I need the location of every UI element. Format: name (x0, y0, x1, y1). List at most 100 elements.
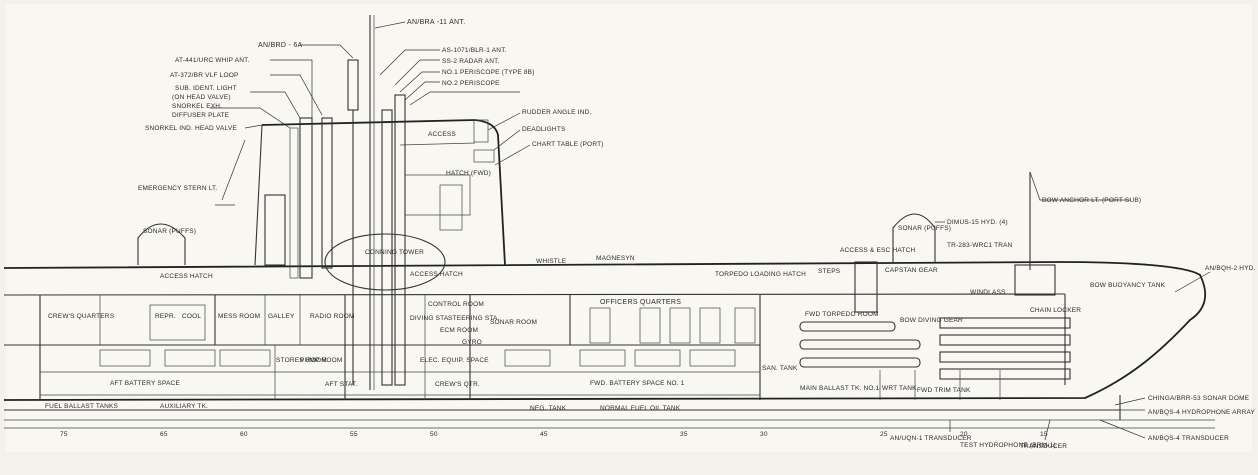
label-an-brd-6a: AN/BRD - 6A (258, 42, 303, 49)
label-access-hatch: ACCESS HATCH (410, 271, 463, 278)
label-emergency-stern: EMERGENCY STERN LT. (138, 185, 217, 192)
label-chart-table: CHART TABLE (PORT) (532, 141, 604, 148)
label-steering: STEERING STA. (448, 315, 500, 322)
svg-text:30: 30 (760, 431, 768, 438)
label-sonar-room: SONAR ROOM (490, 319, 537, 326)
sail-aft-edge (254, 124, 263, 266)
label-neg-tank: NEG. TANK (530, 405, 567, 412)
label-diffuser: DIFFUSER PLATE (172, 112, 230, 119)
label-bow-diving: BOW DIVING GEAR (900, 317, 963, 324)
label-head-valve: (ON HEAD VALVE) (172, 94, 231, 101)
label-an-uqn: AN/UQN-1 TRANSDUCER (890, 435, 972, 442)
repr-box (149, 304, 206, 341)
label-crews-quarters: CREW'S QUARTERS (48, 313, 115, 320)
sail-inner (399, 142, 476, 146)
labels: AN/BRA -11 ANT. AN/BRD - 6A AS-1071/BLR-… (45, 19, 1256, 450)
label-crews-qtrs: CREW'S QTR. (435, 381, 480, 388)
label-ss2-radar: SS-2 RADAR ANT. (442, 58, 500, 65)
svg-text:60: 60 (240, 431, 248, 438)
label-access-esc: ACCESS & ESC HATCH (840, 247, 915, 254)
label-magnesyn: MAGNESYN (596, 255, 635, 262)
label-radio-room: RADIO ROOM (310, 313, 355, 320)
label-snorkel-exh: SNORKEL EXH. (172, 103, 222, 110)
label-access-hatch-aft: ACCESS HATCH (160, 273, 213, 280)
label-pump-room: PUMP ROOM (300, 357, 343, 364)
torpedo-1 (799, 321, 896, 332)
label-sub-ident: SUB. IDENT. LIGHT (175, 85, 237, 92)
label-wrt-tank: WRT TANK (882, 385, 917, 392)
label-conning-tower: CONNING TOWER (365, 249, 424, 256)
label-sonar-fwd: SONAR (PUFFS) (898, 225, 951, 232)
hull-outline (3, 261, 1207, 401)
label-tr-283: TR-283-WRC1 TRAN (947, 242, 1013, 249)
label-gyro: GYRO (462, 339, 482, 346)
label-repr: REPR. (155, 313, 176, 320)
label-control-room: CONTROL ROOM (428, 301, 484, 308)
label-capstan: CAPSTAN GEAR (885, 267, 938, 274)
label-stores: STORES ROOM (276, 357, 327, 364)
access-esc-trunk (854, 261, 878, 313)
label-ecm: ECM ROOM (440, 327, 478, 334)
svg-text:50: 50 (430, 431, 438, 438)
label-diving: DIVING STA. (410, 315, 450, 322)
label-at-whip: AT-441/URC WHIP ANT. (175, 57, 250, 64)
label-snorkel-ind: SNORKEL IND. HEAD VALVE (145, 125, 237, 132)
label-steps: STEPS (818, 268, 841, 275)
label-chinga: CHINGA/BRR-53 SONAR DOME (1148, 395, 1250, 402)
windlass-box (1014, 264, 1056, 296)
svg-text:20: 20 (960, 431, 968, 438)
deadlight-box (473, 149, 495, 163)
torpedo-tube-4 (939, 368, 1071, 380)
hatch-cyl (439, 184, 463, 231)
torpedo-tube-3 (939, 351, 1071, 363)
label-aft-battery: AFT BATTERY SPACE (110, 380, 180, 387)
sheet (6, 4, 1252, 452)
label-mess-room: MESS ROOM (218, 313, 260, 320)
label-bow-anchor: BOW ANCHOR LT. (PORT SUB) (1042, 197, 1141, 204)
label-fuel-ballast: FUEL BALLAST TANKS (45, 403, 119, 410)
sonar-dome-aft (137, 223, 186, 265)
label-dims-15: DIMUS-15 HYD. (4) (947, 219, 1008, 226)
label-an-bqs-trans: AN/BQS-4 TRANSDUCER (1148, 435, 1229, 442)
label-torpedo-loading: TORPEDO LOADING HATCH (715, 271, 806, 278)
label-galley: GALLEY (268, 313, 295, 320)
label-bow-buoyancy: BOW BUOYANCY TANK (1090, 282, 1166, 289)
label-an-bqh: AN/BQH-2 HYD. (1205, 265, 1256, 272)
sail (137, 15, 506, 390)
label-access: ACCESS (428, 131, 456, 138)
svg-text:65: 65 (160, 431, 168, 438)
snorkel-exh (321, 117, 333, 269)
label-hatch-fwd: HATCH (FWD) (446, 170, 491, 177)
label-deadlights: DEADLIGHTS (522, 126, 566, 133)
leader-lines (210, 21, 1211, 441)
label-rudder-angle: RUDDER ANGLE IND. (522, 109, 592, 116)
hull (3, 261, 1215, 429)
sonar-dome-fwd (892, 213, 936, 263)
label-an-bqs: AN/BQS-4 HYDROPHONE ARRAY (1148, 409, 1256, 416)
periscope-1 (381, 109, 393, 386)
snorkel (299, 117, 313, 279)
svg-text:55: 55 (350, 431, 358, 438)
label-aux-tank: AUXILIARY TK. (160, 403, 208, 410)
rudder-ind-box (473, 119, 489, 143)
label-transducer: TRANSDUCER (1020, 443, 1067, 450)
torpedo-tube-1 (939, 317, 1071, 329)
label-officers-quarters: OFFICERS QUARTERS (600, 299, 681, 306)
bulkheads (39, 294, 1066, 400)
label-elec: ELEC. EQUIP. SPACE (420, 357, 489, 364)
label-at-loop: AT-372/BR VLF LOOP (170, 72, 239, 79)
torpedo-2 (799, 339, 921, 350)
label-san-tank: SAN. TANK (762, 365, 798, 372)
label-an-bra-11: AN/BRA -11 ANT. (407, 19, 465, 26)
label-fwd-torpedo-room: FWD TORPEDO ROOM (805, 311, 879, 318)
label-periscope-2: NO.2 PERISCOPE (442, 80, 500, 87)
label-chain-locker: CHAIN LOCKER (1030, 307, 1081, 314)
label-fwd-trim: FWD TRIM TANK (917, 387, 971, 394)
torpedo-tube-2 (939, 334, 1071, 346)
svg-text:15: 15 (1040, 431, 1048, 438)
label-sonar-aft: SONAR (PUFFS) (143, 228, 196, 235)
label-whistle: WHISTLE (536, 258, 567, 265)
label-main-ballast: MAIN BALLAST TK. NO.1 (800, 385, 880, 392)
pressure-hull-top (3, 293, 1066, 296)
